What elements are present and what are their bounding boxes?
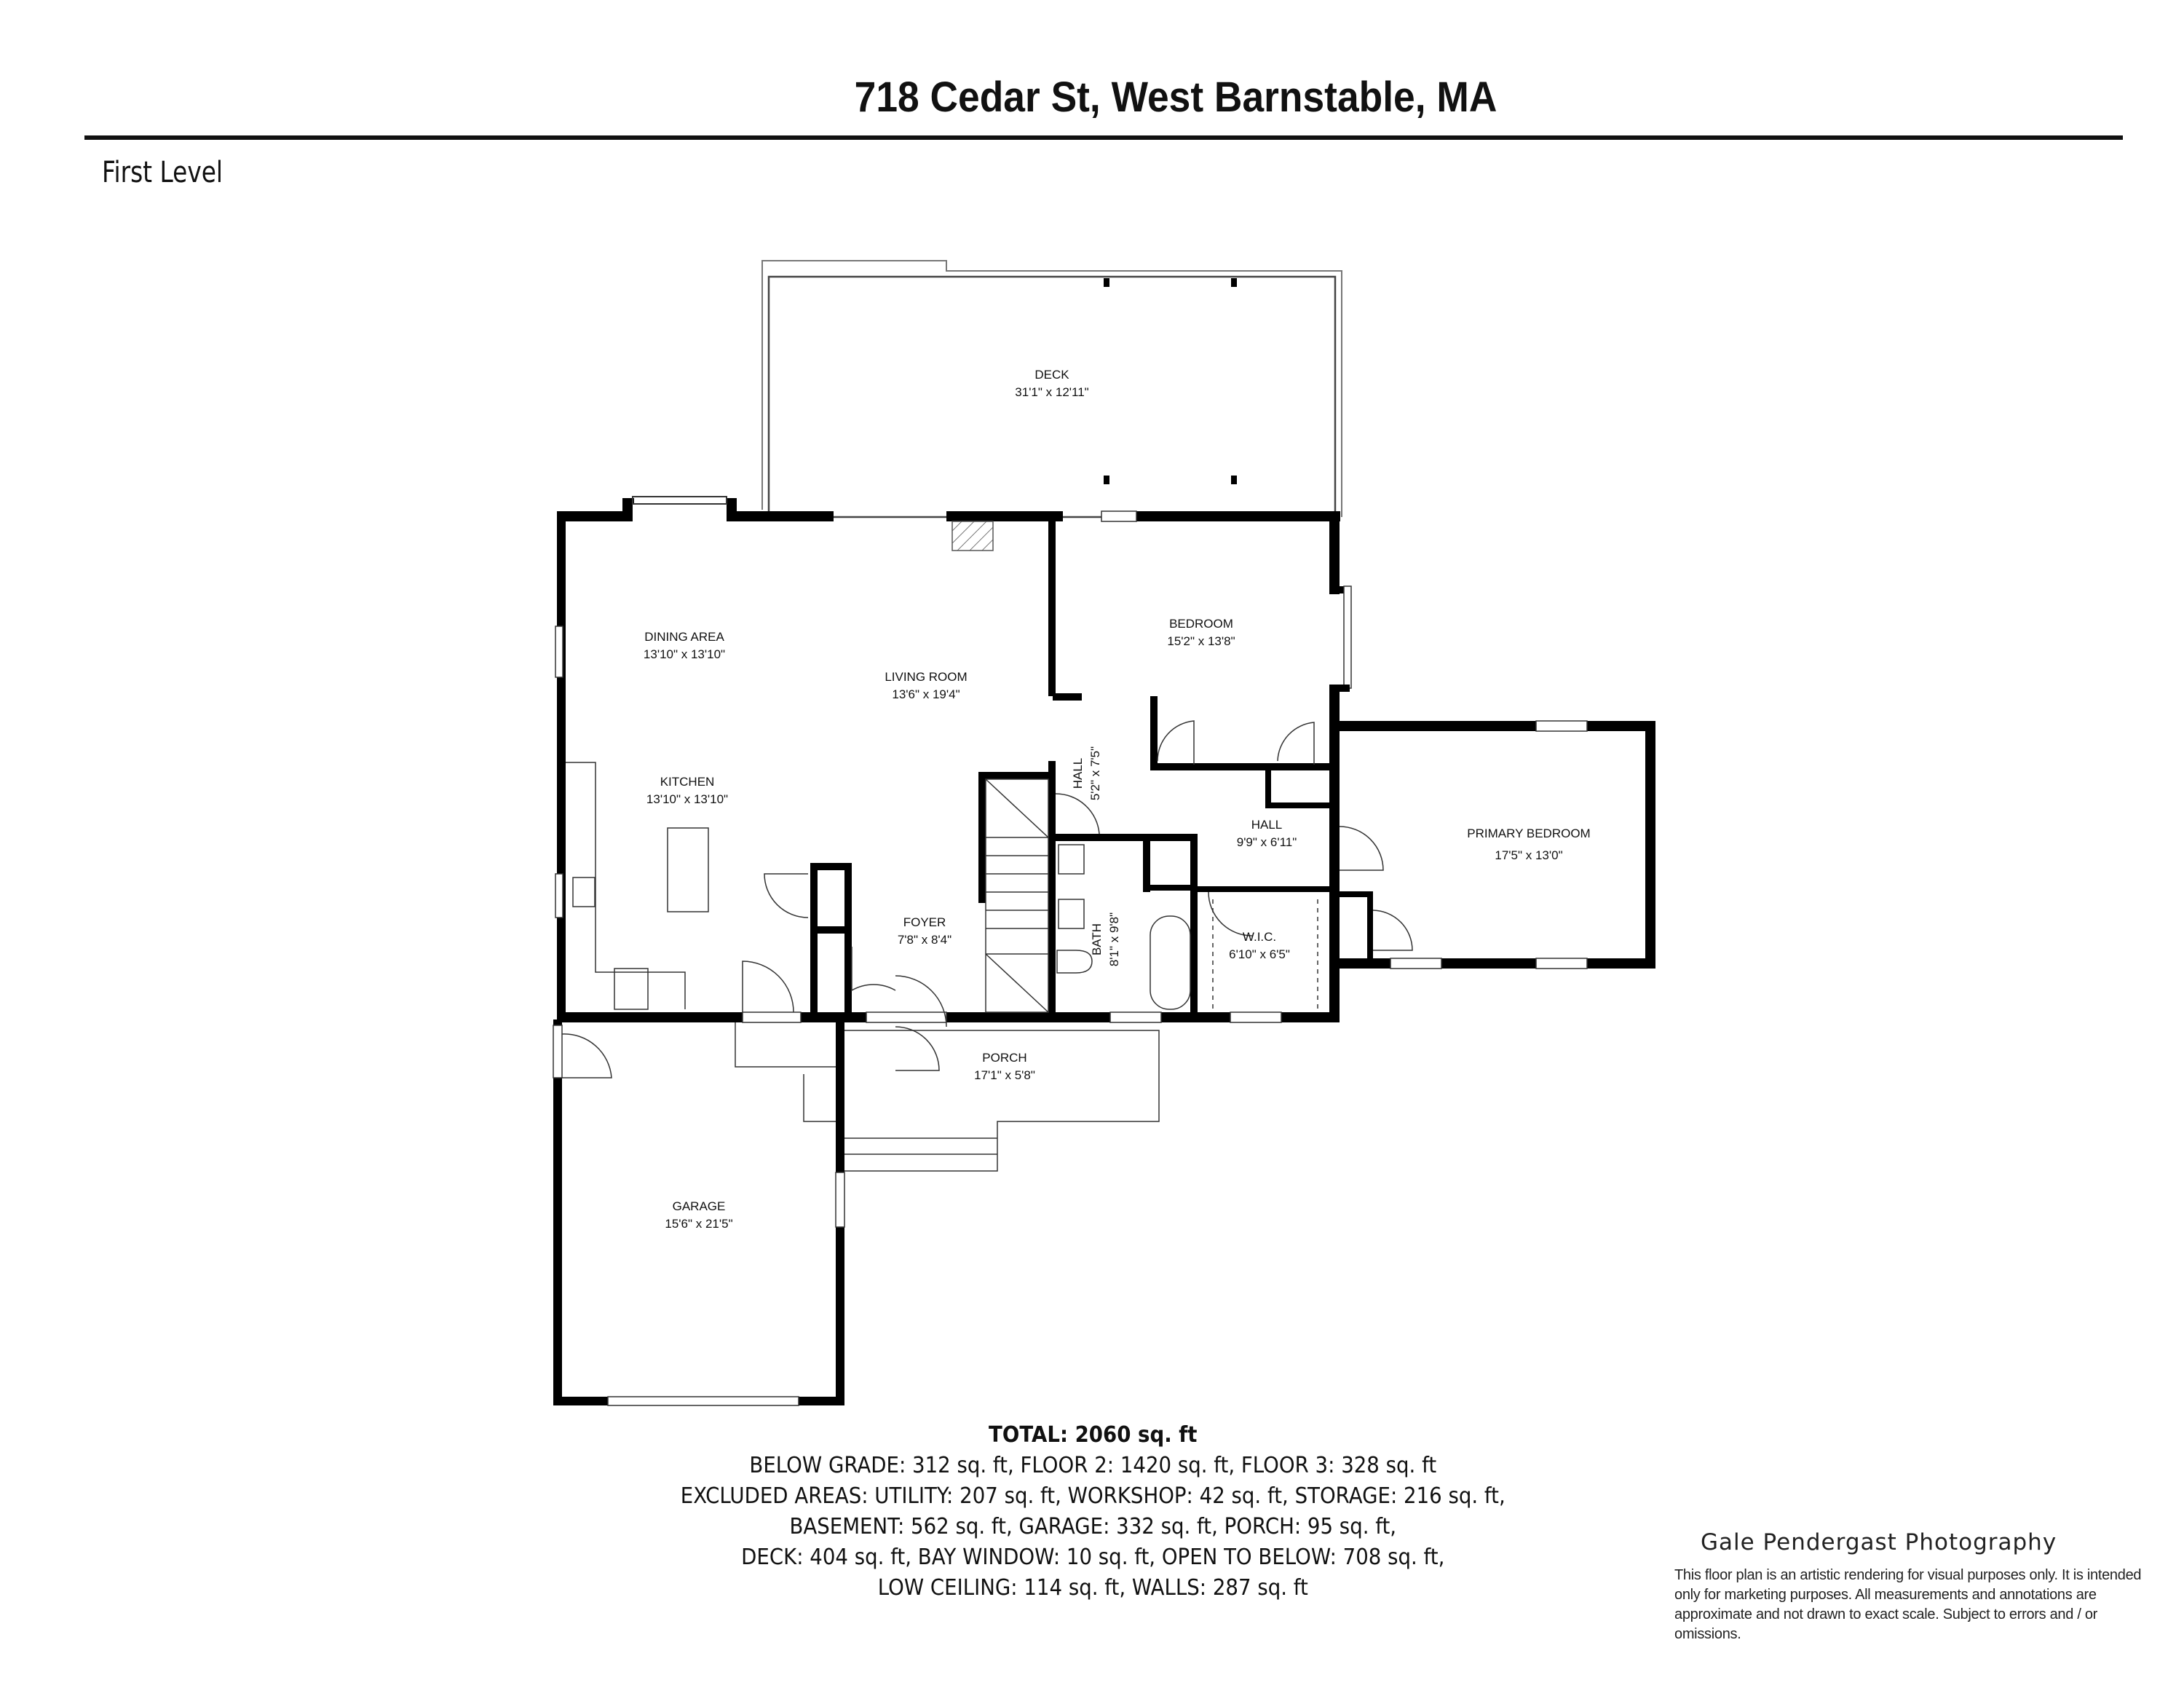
foyer-label: FOYER — [903, 915, 946, 929]
kitchen-island — [667, 827, 709, 912]
summary-line: EXCLUDED AREAS: UTILITY: 207 sq. ft, WOR… — [680, 1483, 1506, 1509]
hall-small-label: HALL — [1071, 758, 1085, 789]
porch-dims: 17'1" x 5'8" — [974, 1068, 1035, 1082]
hall-small-dims: 5'2" x 7'5" — [1088, 746, 1102, 800]
area-summary: TOTAL: 2060 sq. ft BELOW GRADE: 312 sq. … — [88, 1420, 2097, 1604]
deck-label: DECK — [1034, 368, 1069, 382]
bath-dims: 8'1" x 9'8" — [1107, 912, 1121, 966]
kitchen-dims: 13'10" x 13'10" — [646, 792, 728, 806]
address-text: 718 Cedar St, West Barnstable, MA — [854, 74, 1497, 121]
summary-line: BELOW GRADE: 312 sq. ft, FLOOR 2: 1420 s… — [749, 1453, 1437, 1478]
room-labels: DECK 31'1" x 12'11" DINING AREA 13'10" x… — [644, 368, 1591, 1231]
walls — [553, 496, 1655, 1406]
fixtures — [561, 720, 1413, 1172]
garage-label: GARAGE — [673, 1199, 726, 1213]
bedroom-label: BEDROOM — [1169, 617, 1233, 631]
summary-line: BASEMENT: 562 sq. ft, GARAGE: 332 sq. ft… — [789, 1514, 1397, 1539]
level-label: First Level — [102, 156, 223, 189]
porch-label: PORCH — [982, 1051, 1026, 1065]
bedroom-dims: 15'2" x 13'8" — [1167, 634, 1235, 648]
fireplace — [951, 521, 994, 551]
summary-line: DECK: 404 sq. ft, BAY WINDOW: 10 sq. ft,… — [741, 1545, 1445, 1570]
wic-dims: 6'10" x 6'5" — [1229, 947, 1290, 961]
dining-label: DINING AREA — [644, 630, 724, 644]
photographer-brand: Gale Pendergast Photography — [1701, 1529, 2057, 1555]
summary-line: LOW CEILING: 114 sq. ft, WALLS: 287 sq. … — [877, 1575, 1308, 1601]
primary-bedroom-dims: 17'5" x 13'0" — [1495, 848, 1562, 862]
page-title: 718 Cedar St, West Barnstable, MA — [94, 73, 2103, 122]
living-dims: 13'6" x 19'4" — [892, 687, 960, 701]
kitchen-label: KITCHEN — [660, 775, 715, 789]
dining-dims: 13'10" x 13'10" — [644, 647, 725, 661]
living-label: LIVING ROOM — [885, 670, 967, 684]
bath-label: BATH — [1090, 923, 1104, 955]
deck-dims: 31'1" x 12'11" — [1015, 385, 1088, 399]
hall-label: HALL — [1251, 818, 1283, 832]
foyer-dims: 7'8" x 8'4" — [898, 933, 951, 947]
primary-bedroom-label: PRIMARY BEDROOM — [1467, 827, 1590, 840]
title-divider — [84, 135, 2123, 140]
wic-label: W.I.C. — [1243, 930, 1276, 944]
hall-dims: 9'9" x 6'11" — [1237, 835, 1297, 849]
disclaimer-text: This floor plan is an artistic rendering… — [1674, 1567, 2142, 1642]
garage-dims: 15'6" x 21'5" — [665, 1217, 732, 1231]
total-area: TOTAL: 2060 sq. ft — [989, 1422, 1198, 1448]
